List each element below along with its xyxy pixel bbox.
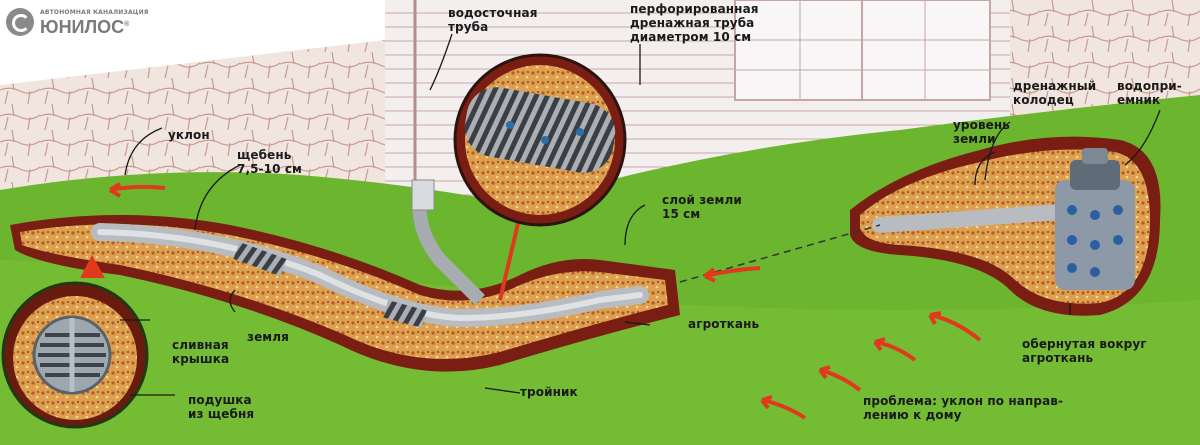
label-perforated-pipe: перфорированная дренажная труба диаметро…: [630, 2, 759, 44]
drain-cover-callout: [1, 255, 149, 429]
leader-lines: [120, 33, 1161, 396]
drain-well: [1055, 148, 1135, 290]
label-geotextile: агроткань: [688, 317, 760, 331]
logo-swirl-icon: [6, 8, 34, 36]
label-slope: уклон: [168, 128, 210, 142]
stone-foundation: [0, 40, 385, 210]
dashed-link: [679, 224, 881, 283]
label-drain-well: дренажный колодец: [1013, 79, 1097, 107]
label-water-intake: водопри- емник: [1117, 79, 1182, 107]
well-pipe: [872, 204, 1068, 233]
perforated-pipe-callout: [453, 53, 627, 301]
label-soil-layer: слой земли 15 см: [662, 193, 742, 221]
brand-logo: АВТОНОМНАЯ КАНАЛИЗАЦИЯ ЮНИЛОС®: [6, 8, 149, 36]
slope-arrows: [108, 182, 982, 420]
label-problem: проблема: уклон по направ- лению к дому: [863, 394, 1064, 422]
label-drain-cover: сливная крышка: [172, 338, 230, 366]
downpipe-connection: [412, 189, 485, 305]
window: [734, 0, 991, 101]
label-gravel-bed: подушка из щебня: [188, 393, 255, 421]
brand-name: ЮНИЛОС: [40, 16, 125, 37]
registered-mark: ®: [124, 20, 130, 28]
label-wrapped-geotextile: обернутая вокруг агроткань: [1022, 337, 1147, 365]
label-downpipe: водосточная труба: [448, 6, 538, 34]
label-ground-level: уровень земли: [953, 118, 1010, 146]
label-earth: земля: [247, 330, 289, 344]
brand-tagline: АВТОНОМНАЯ КАНАЛИЗАЦИЯ: [40, 8, 149, 16]
label-gravel: щебень 7,5-10 см: [237, 148, 302, 176]
label-tee: тройник: [520, 385, 578, 399]
